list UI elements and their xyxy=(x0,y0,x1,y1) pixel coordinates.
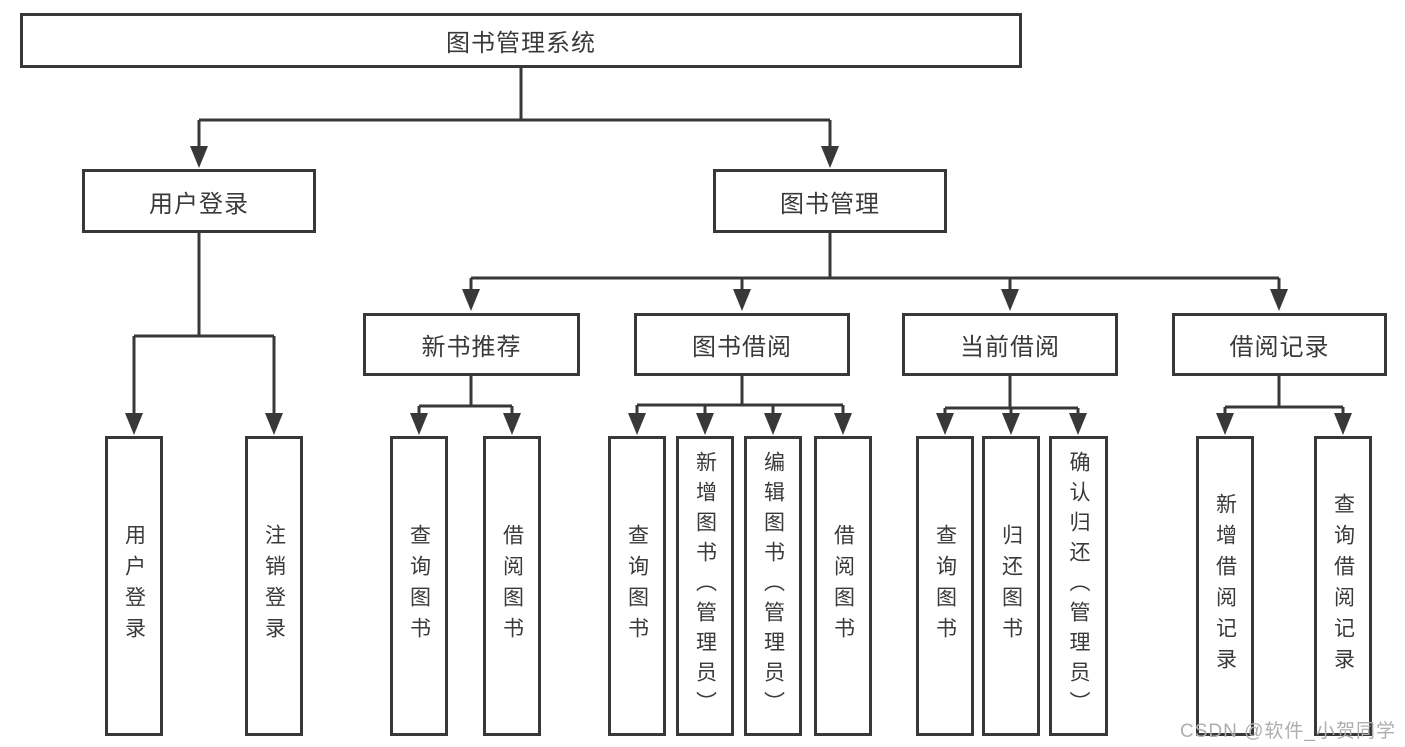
leaf-add-book-admin-label: 新增图书（管理员） xyxy=(693,451,717,721)
leaf-confirm-return-admin-label: 确认归还（管理员） xyxy=(1067,451,1090,721)
node-root: 图书管理系统 xyxy=(20,13,1022,68)
node-borrow-records-label: 借阅记录 xyxy=(1229,334,1330,361)
node-user-login-label: 用户登录 xyxy=(149,190,249,218)
node-current-borrow-label: 当前借阅 xyxy=(960,334,1060,361)
leaf-query-books-3: 查询图书 xyxy=(916,436,974,736)
leaf-user-login: 用户登录 xyxy=(105,436,163,736)
leaf-add-borrow-record: 新增借阅记录 xyxy=(1196,436,1254,736)
leaf-borrow-books-1: 借阅图书 xyxy=(483,436,541,736)
node-book-borrow: 图书借阅 xyxy=(634,313,850,376)
leaf-logout-login-label: 注销登录 xyxy=(262,524,286,648)
watermark: CSDN @软件_小贺同学 xyxy=(1180,721,1396,742)
leaf-borrow-books-2: 借阅图书 xyxy=(814,436,872,736)
node-book-management-label: 图书管理 xyxy=(780,190,880,218)
leaf-query-borrow-record: 查询借阅记录 xyxy=(1314,436,1372,736)
leaf-return-book: 归还图书 xyxy=(982,436,1040,736)
node-user-login: 用户登录 xyxy=(82,169,316,233)
leaf-query-books-1-label: 查询图书 xyxy=(407,524,431,648)
node-new-book-recommend-label: 新书推荐 xyxy=(421,334,522,361)
node-book-management: 图书管理 xyxy=(713,169,947,233)
node-current-borrow: 当前借阅 xyxy=(902,313,1118,376)
leaf-add-book-admin: 新增图书（管理员） xyxy=(676,436,734,736)
node-borrow-records: 借阅记录 xyxy=(1172,313,1387,376)
node-book-borrow-label: 图书借阅 xyxy=(692,334,792,361)
leaf-add-borrow-record-label: 新增借阅记录 xyxy=(1213,493,1237,679)
leaf-return-book-label: 归还图书 xyxy=(999,524,1023,648)
leaf-edit-book-admin-label: 编辑图书（管理员） xyxy=(761,451,785,721)
leaf-query-books-3-label: 查询图书 xyxy=(933,524,957,648)
leaf-query-books-2: 查询图书 xyxy=(608,436,666,736)
leaf-confirm-return-admin: 确认归还（管理员） xyxy=(1049,436,1108,736)
leaf-borrow-books-2-label: 借阅图书 xyxy=(831,524,855,648)
node-root-label: 图书管理系统 xyxy=(446,30,596,57)
leaf-borrow-books-1-label: 借阅图书 xyxy=(500,524,524,648)
leaf-user-login-label: 用户登录 xyxy=(122,524,146,648)
node-new-book-recommend: 新书推荐 xyxy=(363,313,580,376)
leaf-logout-login: 注销登录 xyxy=(245,436,303,736)
leaf-query-books-1: 查询图书 xyxy=(390,436,448,736)
leaf-edit-book-admin: 编辑图书（管理员） xyxy=(744,436,802,736)
leaf-query-borrow-record-label: 查询借阅记录 xyxy=(1331,493,1355,679)
leaf-query-books-2-label: 查询图书 xyxy=(625,524,649,648)
